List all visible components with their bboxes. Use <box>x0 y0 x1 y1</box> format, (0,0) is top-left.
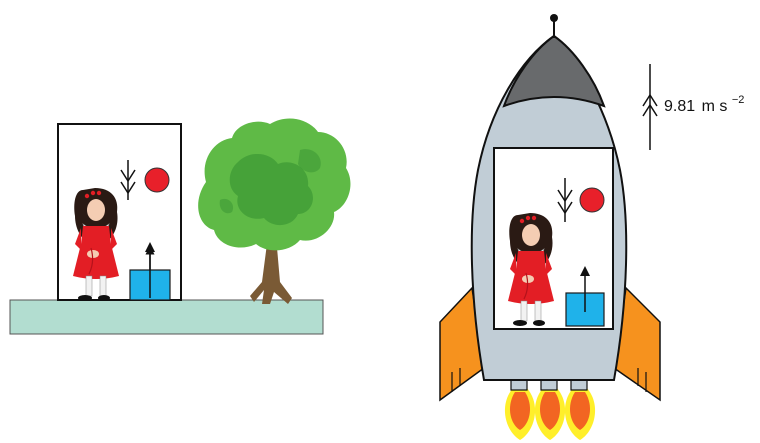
rocket-ball <box>580 188 604 212</box>
rocket-flames <box>505 388 595 440</box>
acceleration-label: 9.81 m s −2 <box>664 94 744 115</box>
tree <box>198 118 350 304</box>
acceleration-exponent: −2 <box>732 94 745 106</box>
acceleration-arrow <box>643 64 657 150</box>
acceleration-value: 9.81 <box>664 98 695 115</box>
acceleration-unit: m s <box>702 98 728 115</box>
earth-ball <box>145 168 169 192</box>
rocket-antenna-tip <box>550 14 558 22</box>
ground <box>10 300 323 334</box>
rocket-scene: 9.81 m s −2 <box>440 14 744 440</box>
earth-scene <box>10 118 350 334</box>
